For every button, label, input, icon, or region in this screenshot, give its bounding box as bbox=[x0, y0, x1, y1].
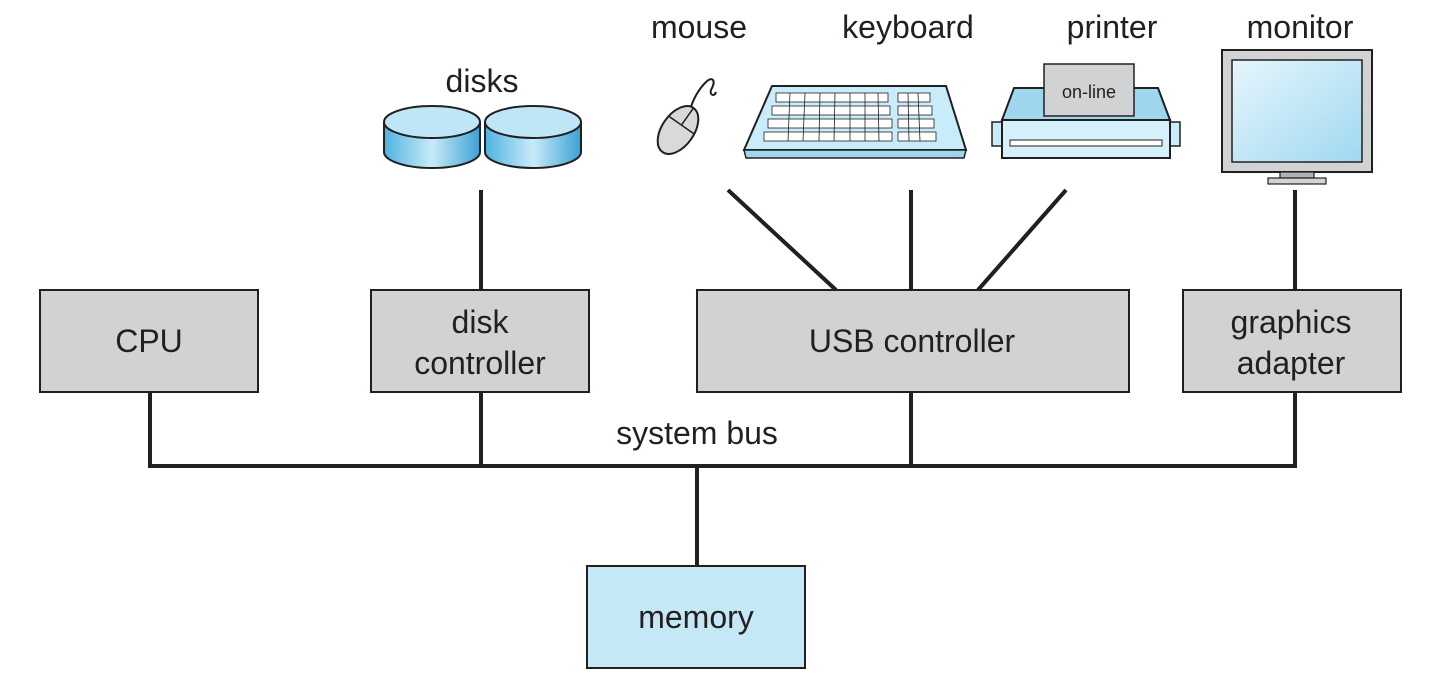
disks-label: disks bbox=[446, 63, 519, 99]
printer-usb-link bbox=[976, 188, 1068, 292]
graphics-adapter-label-line1: graphics bbox=[1231, 304, 1352, 340]
mouse-label: mouse bbox=[651, 9, 747, 45]
monitor-icon bbox=[1221, 49, 1373, 185]
printer-display-label: on-line bbox=[1062, 82, 1116, 102]
mouse-usb-link bbox=[726, 188, 838, 292]
printer-label: printer bbox=[1067, 9, 1158, 45]
monitor-label: monitor bbox=[1247, 9, 1354, 45]
graphics-adapter-label-line2: adapter bbox=[1237, 345, 1346, 381]
mouse-icon bbox=[656, 78, 717, 155]
disk-controller-box: disk controller bbox=[370, 289, 590, 393]
keyboard-icon bbox=[742, 85, 968, 159]
graphics-adapter-box: graphics adapter bbox=[1182, 289, 1402, 393]
disk-icon bbox=[383, 105, 481, 169]
connections bbox=[148, 188, 1297, 566]
printer-icon: on-line bbox=[991, 63, 1181, 159]
memory-label: memory bbox=[638, 599, 754, 635]
cpu-label: CPU bbox=[115, 323, 183, 359]
disk-controller-label-line2: controller bbox=[414, 345, 546, 381]
memory-box: memory bbox=[586, 565, 806, 669]
system-bus-label: system bus bbox=[616, 415, 778, 451]
disk-icon bbox=[484, 105, 582, 169]
usb-controller-label: USB controller bbox=[809, 323, 1016, 359]
keyboard-label: keyboard bbox=[842, 9, 974, 45]
disk-controller-label-line1: disk bbox=[452, 304, 510, 340]
cpu-box: CPU bbox=[39, 289, 259, 393]
usb-controller-box: USB controller bbox=[696, 289, 1130, 393]
